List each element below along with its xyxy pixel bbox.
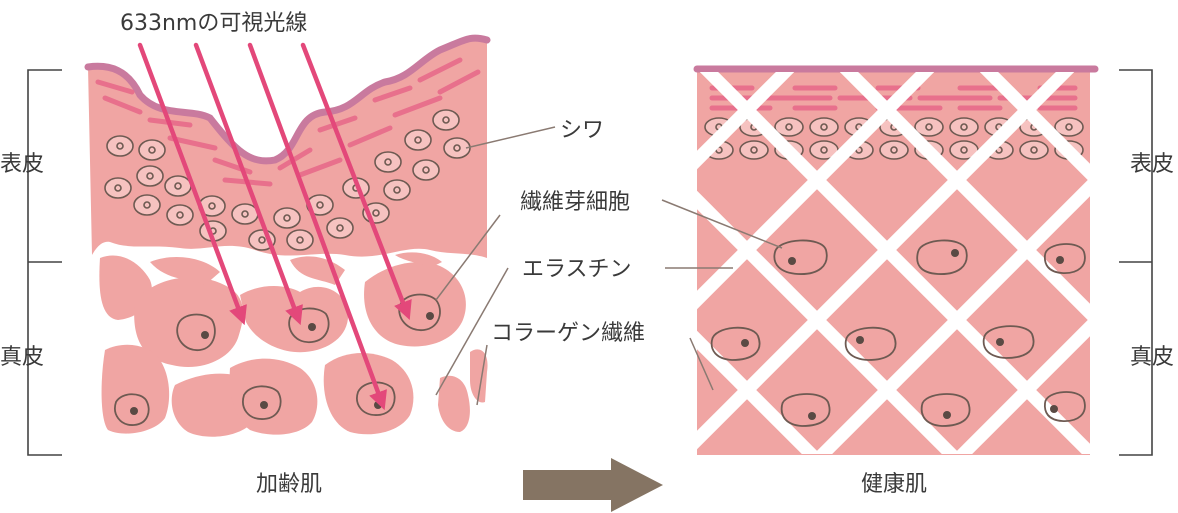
callout-leaders [435,126,783,406]
aged-surface-line [84,34,491,165]
light-ray-arrow-icon [193,42,303,326]
dermis-label-right: 真皮 [1130,345,1174,370]
collagen-leader-right [689,337,714,391]
aged-dermis-fragments [99,252,488,437]
wavelength-label: 633nmの可視光線 [120,11,307,36]
healthy-fiber-lattice [697,72,1090,454]
wrinkle-leader [465,126,556,149]
healthy-skin-caption: 健康肌 [861,472,927,497]
collagen-label: コラーゲン繊維 [491,321,645,346]
light-ray-arrow-icon [300,42,412,321]
healthy-fibroblasts [710,239,1086,427]
fibroblast-leader-right [661,199,783,249]
dermis-label-left: 真皮 [0,345,44,370]
healthy-skin-panel [693,65,1099,455]
epidermis-label-right: 表皮 [1130,152,1174,177]
elastin-label: エラスチン [522,257,632,282]
light-ray-arrow-icon [137,42,247,326]
left-layer-bracket [27,69,62,456]
wrinkle-label: シワ [560,118,604,143]
light-ray-arrows [137,42,412,411]
epidermis-label-left: 表皮 [0,152,44,177]
aged-skin-caption: 加齢肌 [256,472,322,497]
aged-epidermis [88,38,487,258]
fibroblast-leader-left [435,214,501,301]
aged-skin-panel [84,34,491,437]
light-ray-arrow-icon [247,42,387,411]
right-arrow-icon [523,458,663,512]
elastin-leader-left [435,267,509,396]
collagen-leader-left [476,344,488,406]
right-layer-bracket [1119,69,1153,456]
fibroblast-label: 繊維芽細胞 [520,190,630,215]
